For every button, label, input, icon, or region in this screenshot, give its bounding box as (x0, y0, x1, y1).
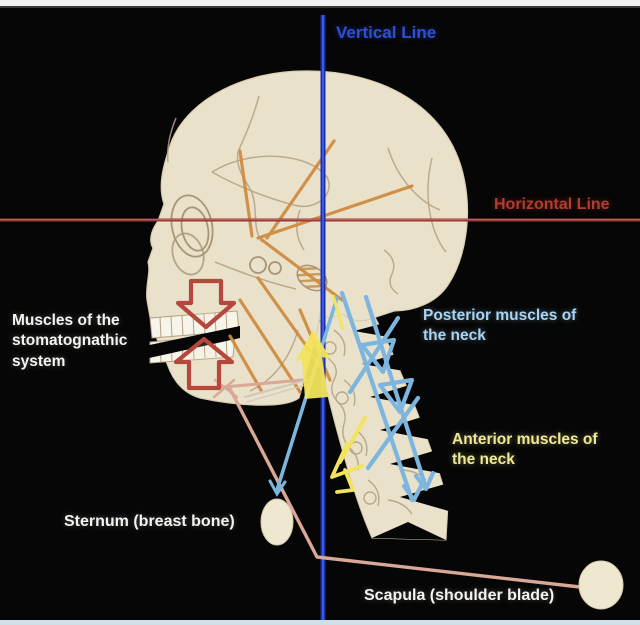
top-border-strip (0, 0, 640, 8)
bottom-border-strip (0, 620, 640, 625)
horizontal-reference-line (0, 218, 640, 222)
jaw-arrow-down (175, 278, 237, 330)
scapula-label: Scapula (shoulder blade) (364, 587, 555, 604)
horizontal-line-label: Horizontal Line (494, 196, 610, 213)
anterior-neck-label: Anterior muscles of the neck (452, 431, 598, 469)
scapula-pointer-line (226, 384, 581, 589)
jaw-arrow-up (173, 336, 235, 391)
sternum-label: Sternum (breast bone) (64, 513, 235, 530)
jaw-pressure-arrows (173, 278, 237, 391)
open-bite-gap (140, 326, 240, 360)
posterior-neck-arrows (339, 290, 436, 503)
orbit-and-nose-detail (170, 194, 282, 276)
posterior-neck-label: Posterior muscles of the neck (423, 307, 577, 345)
stomatognathic-label: Muscles of the stomatognathic system (12, 312, 128, 370)
vertical-line-label: Vertical Line (336, 23, 437, 42)
sternum-marker (260, 498, 294, 546)
anterior-neck-arrows (295, 294, 367, 494)
scapula-marker (578, 560, 624, 610)
